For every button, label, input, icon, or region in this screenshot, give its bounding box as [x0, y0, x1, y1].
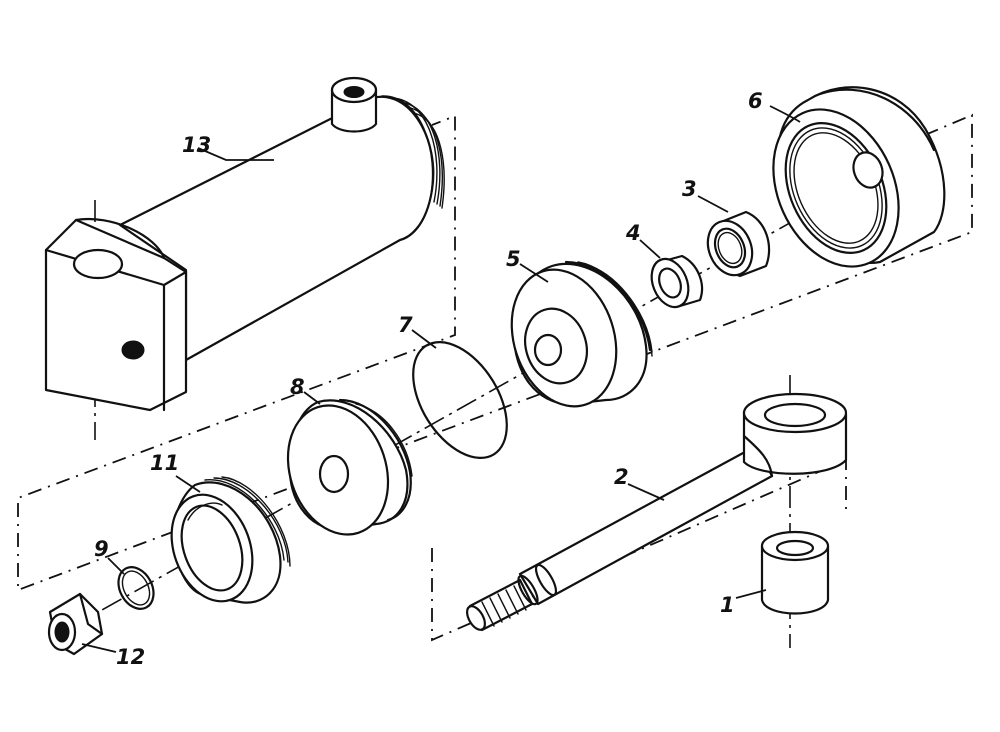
label-part-1: 1	[720, 593, 735, 617]
label-part-5: 5	[506, 247, 521, 271]
cylinder-barrel-part-13	[44, 76, 445, 412]
piston-rod-part-2	[466, 392, 848, 632]
small-seal-part-4	[650, 254, 704, 309]
wiper-seal-part-3	[706, 210, 771, 278]
eye-bushing-part-1	[760, 530, 830, 615]
label-part-8: 8	[290, 375, 305, 399]
label-part-11: 11	[150, 451, 179, 475]
assembly-boundary-lines	[17, 113, 973, 642]
large-o-ring-part-7	[412, 341, 508, 459]
label-part-13: 13	[182, 133, 211, 157]
leader-lines	[81, 105, 801, 653]
cap-nut-part-12	[47, 592, 104, 656]
cylinder-head-cap-part-6	[772, 86, 946, 268]
label-part-7: 7	[398, 313, 413, 337]
label-part-3: 3	[682, 177, 697, 201]
piston-part-8	[286, 398, 413, 536]
gland-nut-part-11	[170, 476, 291, 604]
label-part-6: 6	[748, 89, 763, 113]
label-part-9: 9	[94, 537, 109, 561]
label-part-2: 2	[614, 465, 629, 489]
label-part-12: 12	[116, 645, 145, 669]
part-labels: 13 6 3 4 5 7 8 11 9 12 2 1	[94, 89, 763, 669]
small-o-ring-part-9	[117, 566, 155, 610]
guide-bushing-part-5	[510, 260, 653, 408]
label-part-4: 4	[625, 221, 641, 245]
